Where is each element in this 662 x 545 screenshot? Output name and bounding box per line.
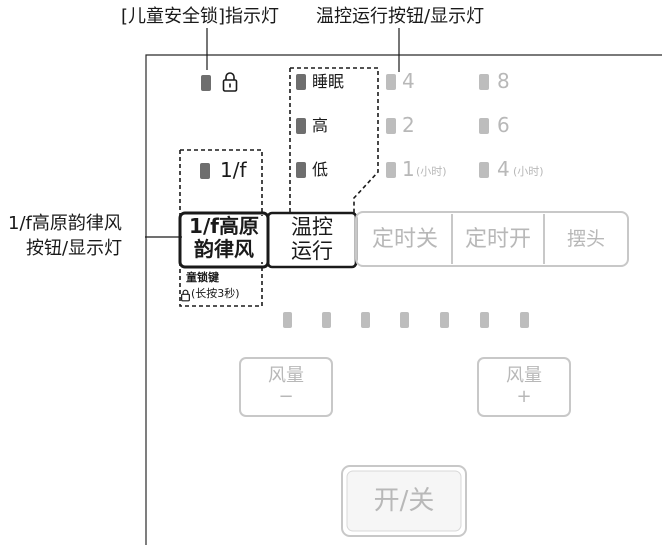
timer-off-button[interactable]: 定时关 <box>371 227 438 252</box>
timer-6-label: 6 <box>497 113 510 137</box>
thermo-run-button-line2: 运行 <box>291 239 333 264</box>
natural-wind-callout-2: 按钮/显示灯 <box>26 238 123 259</box>
swing-button[interactable]: 摆头 <box>566 228 605 250</box>
one-f-label: 1/f <box>220 158 247 182</box>
timer-8-led <box>479 74 489 90</box>
panel-edge <box>145 54 662 545</box>
high-led <box>296 118 306 134</box>
natural-wind-button-line1: 1/f高原 <box>189 214 259 238</box>
lock-note-subtitle: (长按3秒) <box>191 287 240 300</box>
child-lock-callout: [儿童安全锁]指示灯 <box>121 6 280 27</box>
one-f-led <box>200 163 210 179</box>
timer-6-led <box>479 118 489 134</box>
speed-up-label: 风量 <box>506 365 542 386</box>
dashed-group-natural-wind <box>179 149 263 307</box>
timer-2-led <box>386 118 396 134</box>
plus-icon: + <box>516 385 532 407</box>
speed-down-outline <box>239 357 333 417</box>
thermo-run-callout: 温控运行按钮/显示灯 <box>316 6 485 27</box>
sleep-led <box>296 74 306 90</box>
natural-wind-button-line2: 韵律风 <box>194 237 254 261</box>
timer-4b-label: 4 <box>497 157 510 181</box>
low-label: 低 <box>312 160 329 179</box>
high-label: 高 <box>312 116 329 135</box>
timer-on-button[interactable]: 定时开 <box>464 227 531 252</box>
timer-4-led <box>386 74 396 90</box>
speed-up-outline <box>477 357 571 417</box>
power-button[interactable]: 开/关 <box>373 486 435 516</box>
timer-4-label: 4 <box>402 69 415 93</box>
low-led <box>296 162 306 178</box>
lock-note-title: 童锁键 <box>186 271 219 284</box>
speed-led <box>322 312 331 328</box>
natural-wind-button[interactable]: 1/f高原 韵律风 <box>180 215 268 261</box>
small-lock-icon <box>180 287 191 306</box>
speed-led <box>361 312 370 328</box>
thermo-run-button-line1: 温控 <box>291 215 333 239</box>
speed-down-button[interactable]: 风量 − <box>240 365 332 407</box>
child-lock-led <box>201 75 211 91</box>
lock-icon <box>221 71 239 97</box>
dashed-group-thermo <box>289 67 379 214</box>
timer-8-label: 8 <box>497 69 510 93</box>
minus-icon: − <box>278 385 294 407</box>
speed-down-label: 风量 <box>268 365 304 386</box>
speed-up-button[interactable]: 风量 + <box>478 365 570 407</box>
timer-group-outline <box>355 211 629 267</box>
speed-led <box>283 312 292 328</box>
sleep-label: 睡眠 <box>312 72 345 91</box>
speed-led <box>440 312 449 328</box>
speed-led <box>480 312 489 328</box>
natural-wind-callout: 1/f高原韵律风 <box>8 213 122 234</box>
timer-2-label: 2 <box>402 113 415 137</box>
timer-4b-led <box>479 162 489 178</box>
thermo-run-button[interactable]: 温控 运行 <box>268 215 356 263</box>
hour-unit-b: (小时) <box>513 165 544 178</box>
timer-1-label: 1 <box>402 157 415 181</box>
speed-led <box>400 312 409 328</box>
power-outline <box>341 465 467 537</box>
timer-1-led <box>386 162 396 178</box>
hour-unit-a: (小时) <box>416 165 447 178</box>
speed-led <box>520 312 529 328</box>
